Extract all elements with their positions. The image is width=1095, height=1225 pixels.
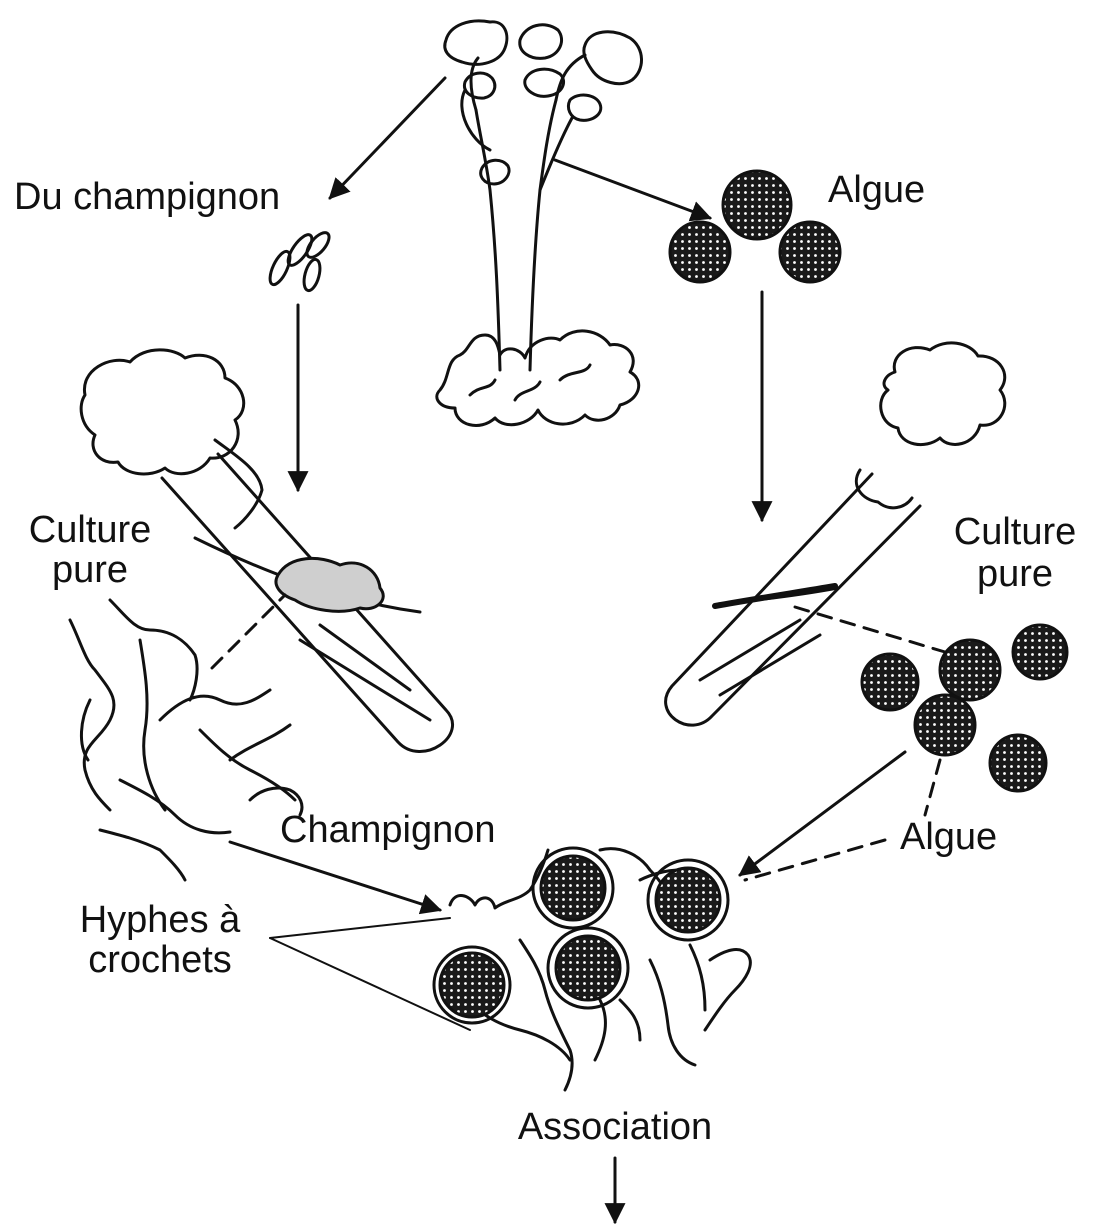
algal-cells-right [862, 625, 1067, 791]
culture-left-label-2: pure [10, 548, 170, 592]
fungal-spores [266, 229, 333, 292]
fungal-hyphae [70, 600, 302, 880]
association-label: Association [480, 1105, 750, 1149]
hyphae-label-1: Hyphes à [55, 898, 265, 942]
culture-left-label-1: Culture [10, 508, 170, 552]
algal-cells-association [434, 848, 728, 1023]
fungus-label: Champignon [280, 808, 495, 852]
hyphae-pointer-lines [270, 918, 470, 1030]
alga-top-label: Algue [828, 168, 925, 212]
lichen-thallus [437, 21, 642, 426]
algal-cells-top [670, 171, 840, 282]
fungus-spores-label: Du champignon [14, 175, 280, 219]
culture-right-label-2: pure [935, 552, 1095, 596]
culture-right-label-1: Culture [935, 510, 1095, 554]
alga-bottom-label: Algue [900, 815, 997, 859]
hyphae-label-2: crochets [55, 938, 265, 982]
